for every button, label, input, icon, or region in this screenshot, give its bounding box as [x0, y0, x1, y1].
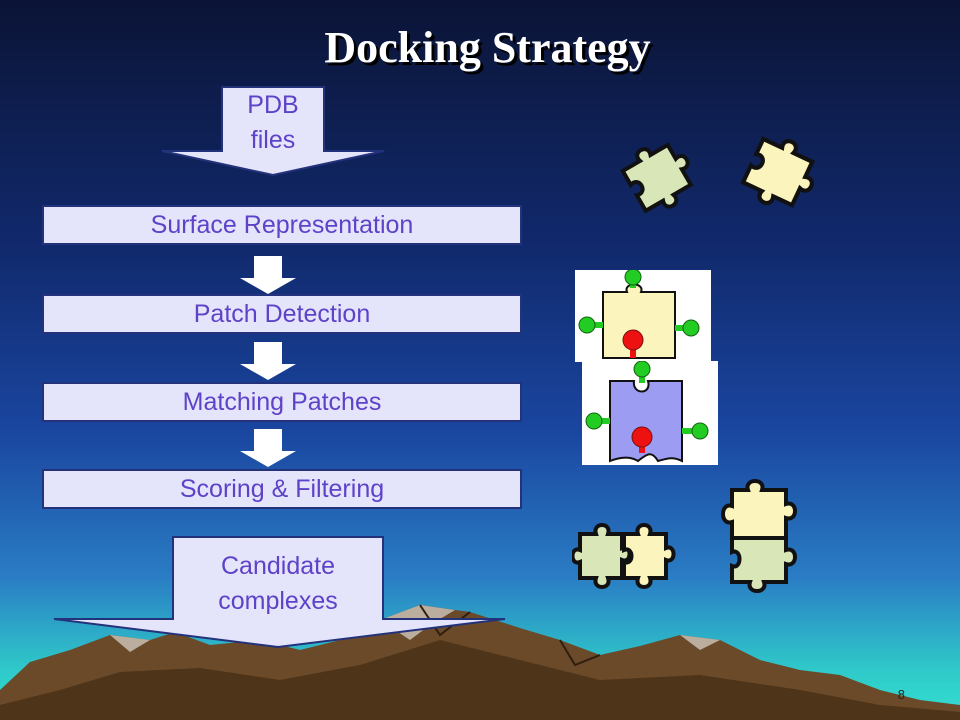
- puzzle-piece-green: [620, 142, 694, 214]
- step-arrow-1: [240, 256, 296, 294]
- step-patch-detection: Patch Detection: [42, 294, 522, 334]
- step-matching-patches: Matching Patches: [42, 382, 522, 422]
- input-label-line2: files: [250, 126, 296, 154]
- puzzle-piece-yellow: [740, 136, 816, 208]
- input-label-line1: PDB: [247, 91, 299, 119]
- input-label: PDB files: [222, 88, 324, 158]
- patch-detection-illustration: [575, 270, 711, 362]
- step-arrow-2: [240, 342, 296, 380]
- matching-patches-illustration: [582, 361, 718, 465]
- input-arrow: [161, 86, 385, 177]
- puzzle-pair-right: [721, 479, 797, 593]
- output-label-line2: complexes: [218, 587, 338, 615]
- puzzle-pair-left: [572, 523, 676, 589]
- step-arrow-3: [240, 429, 296, 467]
- step-scoring-filtering: Scoring & Filtering: [42, 469, 522, 509]
- output-arrow: [53, 536, 506, 649]
- output-label: Candidate complexes: [173, 549, 383, 619]
- step-surface-representation: Surface Representation: [42, 205, 522, 245]
- page-number: 8: [897, 687, 905, 702]
- slide-title: Docking Strategy: [324, 23, 651, 72]
- output-label-line1: Candidate: [221, 552, 335, 580]
